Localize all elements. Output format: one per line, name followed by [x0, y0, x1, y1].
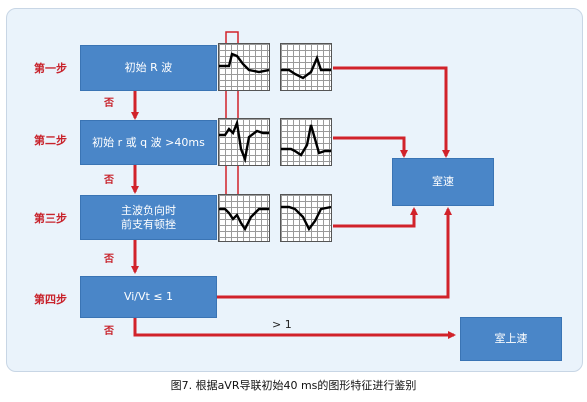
step2-label: 第二步	[34, 134, 67, 147]
svt-box: 室上速	[460, 317, 562, 361]
step2-box-text: 初始 r 或 q 波 >40ms	[92, 135, 205, 149]
gt-one-label: > 1	[272, 318, 292, 331]
vt-label: 室速	[432, 175, 454, 188]
vt-box: 室速	[392, 158, 494, 206]
arrow-step2-to-vt	[333, 136, 408, 158]
ecg-step1-b	[280, 43, 332, 91]
step4-box-text: Vi/Vt ≤ 1	[123, 290, 174, 303]
step1-box: 初始 R 波	[80, 45, 217, 91]
no-label-3: 否	[104, 254, 114, 265]
step3-label: 第三步	[34, 212, 67, 225]
svt-label: 室上速	[494, 332, 528, 345]
step1-label: 第一步	[34, 62, 67, 75]
step1-box-text: 初始 R 波	[124, 61, 173, 74]
step4-label: 第四步	[34, 293, 67, 306]
ecg-step1-a	[218, 43, 270, 91]
no-label-4: 否	[104, 326, 114, 337]
step3-box-line1: 主波负向时	[121, 203, 176, 217]
no-label-1: 否	[104, 98, 114, 109]
figure-caption: 图7. 根据aVR导联初始40 ms的图形特征进行鉴别	[170, 379, 417, 392]
arrow-step1-to-vt	[333, 66, 450, 158]
step2-box: 初始 r 或 q 波 >40ms	[80, 120, 217, 165]
step4-box: Vi/Vt ≤ 1	[80, 276, 217, 318]
arrow-step3-to-vt	[333, 207, 418, 228]
arrow-step4-to-vt	[216, 207, 452, 299]
ecg-step3-a	[218, 194, 270, 242]
ecg-step3-b	[280, 194, 332, 242]
step3-box-line2: 前支有顿挫	[121, 217, 176, 231]
step3-box: 主波负向时 前支有顿挫	[80, 195, 217, 240]
ecg-step2-a	[218, 118, 270, 166]
arrow-step4-to-svt	[133, 316, 456, 339]
no-label-2: 否	[104, 175, 114, 186]
ecg-step2-b	[280, 118, 332, 166]
